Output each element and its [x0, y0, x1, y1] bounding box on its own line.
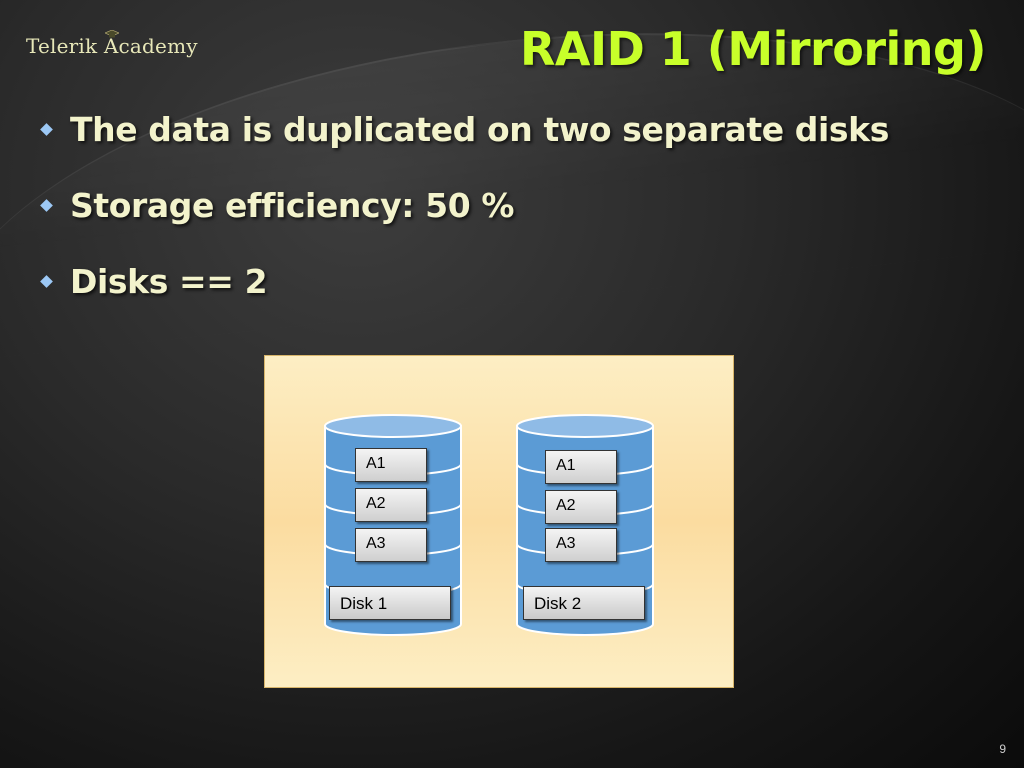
bullet-text: Disks == 2	[70, 262, 268, 301]
data-block-a1: A1	[355, 448, 427, 482]
page-number: 9	[999, 742, 1006, 756]
data-block-a3: A3	[355, 528, 427, 562]
disk-2: A1 A2 A3 Disk 2	[515, 414, 655, 636]
raid1-diagram: A1 A2 A3 Disk 1 A1 A2 A3 Disk 2	[264, 355, 734, 688]
diamond-bullet-icon	[40, 123, 53, 136]
data-block-a2: A2	[545, 490, 617, 524]
bullet-item: The data is duplicated on two separate d…	[36, 110, 889, 186]
disk-label: Disk 2	[523, 586, 645, 620]
bullet-item: Disks == 2	[36, 262, 889, 338]
graduation-cap-icon	[105, 30, 119, 38]
diamond-bullet-icon	[40, 199, 53, 212]
bullet-item: Storage efficiency: 50 %	[36, 186, 889, 262]
bullet-text: The data is duplicated on two separate d…	[70, 110, 889, 149]
data-block-a1: A1	[545, 450, 617, 484]
disk-1: A1 A2 A3 Disk 1	[323, 414, 463, 636]
bullet-text: Storage efficiency: 50 %	[70, 186, 515, 225]
data-block-a2: A2	[355, 488, 427, 522]
slide-title: RAID 1 (Mirroring)	[519, 22, 987, 76]
telerik-academy-logo: Telerik Academy	[26, 34, 198, 58]
disk-label: Disk 1	[329, 586, 451, 620]
diamond-bullet-icon	[40, 275, 53, 288]
data-block-a3: A3	[545, 528, 617, 562]
bullet-list: The data is duplicated on two separate d…	[36, 110, 889, 338]
